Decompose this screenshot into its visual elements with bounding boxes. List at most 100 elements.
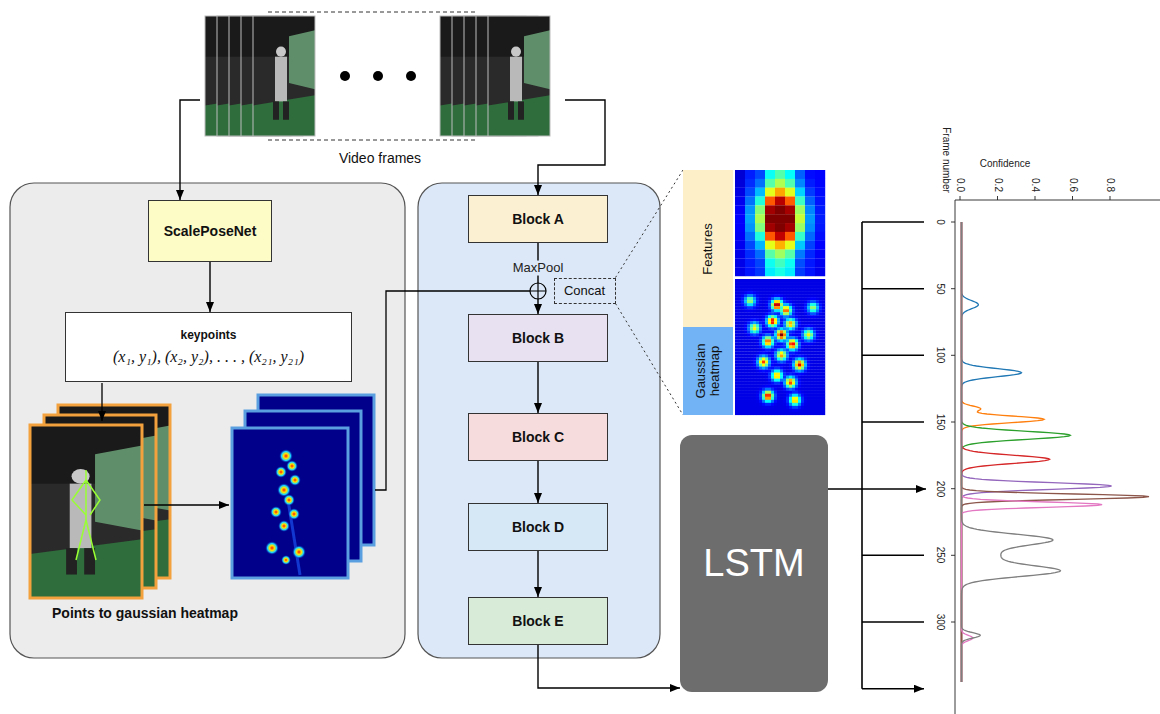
gaussian-heatmap-image [741,291,744,294]
gaussian-heatmap-image [738,406,741,409]
confidence-chart: ConfidenceFrame number [926,110,1160,714]
gaussian-heatmap-image [807,385,810,388]
gaussian-heatmap-image [792,364,795,367]
gaussian-heatmap-image [744,397,747,400]
gaussian-heatmap-image [792,394,795,397]
gaussian-heatmap-image [786,391,789,394]
gaussian-heatmap-image [807,379,810,382]
gaussian-heatmap-image [747,336,750,339]
gaussian-heatmap-image [789,285,792,288]
gaussian-heatmap-image [759,382,762,385]
gaussian-heatmap-image [741,406,744,409]
tick-label: 0.4 [1029,178,1041,192]
gaussian-heatmap-image [759,318,762,321]
gaussian-heatmap-image [759,285,762,288]
gaussian-heatmap-image [792,324,795,327]
gaussian-heatmap-image [771,330,774,333]
feature-map-image [785,267,795,276]
feature-map-image [795,188,805,197]
gaussian-heatmap-image [756,394,759,397]
gaussian-heatmap-image [789,391,792,394]
gaussian-heatmap-image [813,321,816,324]
gaussian-heatmap-image [774,388,777,391]
gaussian-heatmap-image [744,333,747,336]
gaussian-heatmap-image [786,412,789,415]
gaussian-heatmap-image [759,336,762,339]
gaussian-heatmap-image [762,288,765,291]
gaussian-heatmap-image [738,318,741,321]
feature-map-image [785,214,795,223]
gaussian-heatmap-image [822,288,825,291]
gaussian-heatmap-image [777,285,780,288]
gaussian-heatmap-image [798,312,801,315]
gaussian-heatmap-image [822,351,825,354]
gaussian-heatmap-image [792,300,795,303]
gaussian-heatmap-image [783,324,786,327]
gaussian-heatmap-image [768,388,771,391]
gaussian-heatmap-image [741,367,744,370]
gaussian-heatmap-image [747,385,750,388]
gaussian-heatmap-image [813,282,816,285]
gaussian-heatmap-image [813,300,816,303]
gaussian-heatmap-image [777,330,780,333]
gaussian-heatmap-image [795,294,798,297]
gaussian-heatmap-image [795,345,798,348]
gaussian-heatmap-image [807,406,810,409]
block-box: Block A [468,195,608,243]
gaussian-heatmap-image [750,406,753,409]
gaussian-heatmap-image [774,297,777,300]
gaussian-heatmap-image [750,391,753,394]
gaussian-heatmap-image [750,300,753,303]
gaussian-heatmap-image [783,309,786,312]
gaussian-heatmap-image [738,339,741,342]
gaussian-heatmap-image [786,345,789,348]
gaussian-heatmap-image [777,345,780,348]
gaussian-heatmap-image [747,291,750,294]
gaussian-heatmap-image [810,282,813,285]
gaussian-heatmap-image [768,370,771,373]
gaussian-heatmap-image [810,291,813,294]
gaussian-heatmap-image [765,282,768,285]
gaussian-heatmap-image [735,351,738,354]
gaussian-heatmap-image [801,370,804,373]
connector [209,262,210,312]
gaussian-heatmap-image [765,315,768,318]
gaussian-heatmap-image [741,409,744,412]
gaussian-heatmap-image [756,336,759,339]
connector [538,100,605,195]
gaussian-heatmap-image [738,376,741,379]
feature-map-image [775,214,785,223]
gaussian-heatmap-image [807,294,810,297]
gaussian-heatmap-image [819,300,822,303]
gaussian-heatmap-image [759,339,762,342]
gaussian-heatmap-image [774,373,777,376]
gaussian-heatmap-image [744,382,747,385]
gaussian-heatmap-image [756,355,759,358]
feature-map-image [755,258,765,267]
output-bracket [862,222,924,689]
gaussian-heatmap-image [789,339,792,342]
gaussian-heatmap-image [804,397,807,400]
gaussian-heatmap-image [744,291,747,294]
gaussian-heatmap-image [762,400,765,403]
gaussian-heatmap-image [759,364,762,367]
connector [616,304,684,416]
gaussian-heatmap-image [798,370,801,373]
gaussian-heatmap-image [795,279,798,282]
gaussian-heatmap-image [807,342,810,345]
gaussian-heatmap-image [765,364,768,367]
gaussian-heatmap-image [765,361,768,364]
gaussian-heatmap-image [816,348,819,351]
gaussian-heatmap-image [765,379,768,382]
gaussian-heatmap-image [753,339,756,342]
gaussian-heatmap-image [816,379,819,382]
gaussian-heatmap-image [741,382,744,385]
gaussian-heatmap-image [756,291,759,294]
gaussian-heatmap-image [753,297,756,300]
gaussian-heatmap-image [810,336,813,339]
gaussian-heatmap-image [774,342,777,345]
gaussian-heatmap-image [735,388,738,391]
gaussian-heatmap-image [735,315,738,318]
gaussian-heatmap-image [810,403,813,406]
gaussian-heatmap-image [810,373,813,376]
